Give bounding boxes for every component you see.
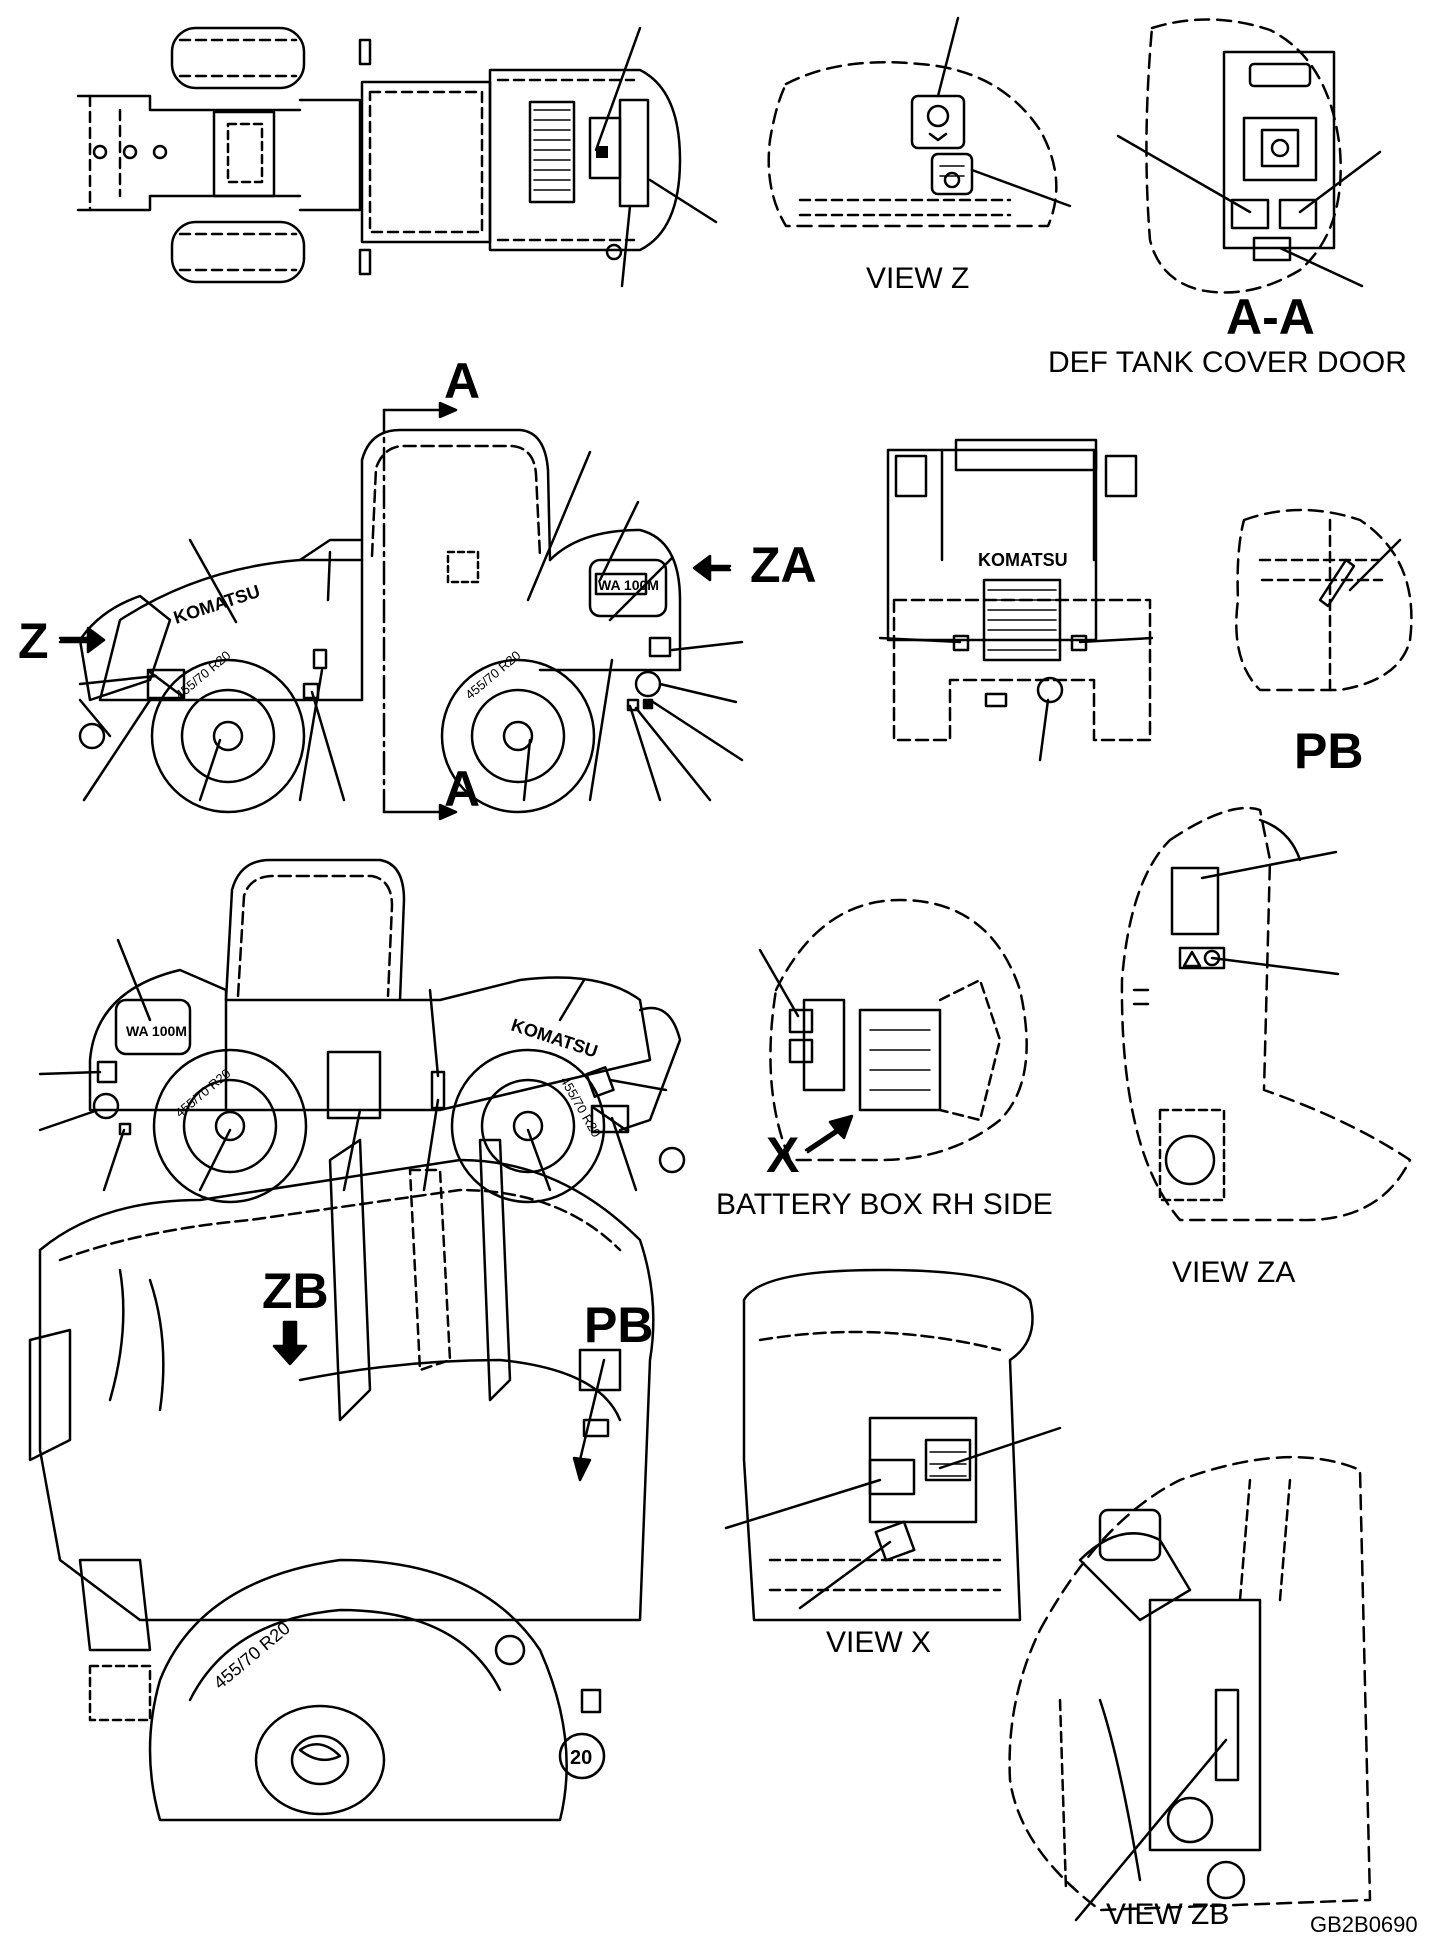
model-badge-right: WA 100M (126, 1023, 187, 1039)
left-side-view: WA 100M KOMATSU 455/70 R20 455/70 R20 (58, 401, 744, 821)
speed-sign-text: 20 (570, 1747, 592, 1769)
def-tank-cover-door-label: DEF TANK COVER DOOR (1048, 346, 1407, 379)
battery-box-label: BATTERY BOX RH SIDE (716, 1188, 1053, 1221)
battery-box-detail (758, 898, 1028, 1162)
brand-text-rear: KOMATSU (978, 550, 1068, 570)
model-badge-left: WA 100M (598, 577, 659, 593)
pb-detail-label: PB (1294, 723, 1364, 779)
view-x-detail (724, 1268, 1062, 1622)
view-arrow-zb: ZB (262, 1263, 329, 1319)
right-side-view: WA 100M KOMATSU 455/70 R20 455/70 R20 (38, 858, 686, 1204)
view-zb-detail (1008, 1455, 1372, 1922)
rear-view-machine: KOMATSU (878, 438, 1154, 762)
drawing-id: GB2B0690 (1310, 1912, 1418, 1937)
view-arrow-x: X (766, 1127, 800, 1183)
view-zb-label: VIEW ZB (1106, 1898, 1230, 1931)
section-arrow-a-top: A (444, 353, 481, 409)
view-arrow-za: ZA (750, 537, 817, 593)
view-arrow-z: Z (18, 613, 49, 669)
view-z-label: VIEW Z (866, 262, 970, 295)
view-x-label: VIEW X (826, 1626, 932, 1659)
view-arrow-pb: PB (584, 1297, 654, 1353)
section-aa-label: A-A (1226, 289, 1315, 345)
view-za-label: VIEW ZA (1172, 1256, 1296, 1289)
section-arrow-a-bottom: A (444, 761, 481, 817)
section-aa-detail (1116, 18, 1382, 294)
view-z-detail (767, 16, 1072, 228)
top-view-machine (76, 26, 718, 288)
view-za-detail (1120, 806, 1412, 1222)
pb-detail (1235, 508, 1413, 692)
perspective-view-machine: 455/70 R20 20 (28, 1138, 655, 1822)
